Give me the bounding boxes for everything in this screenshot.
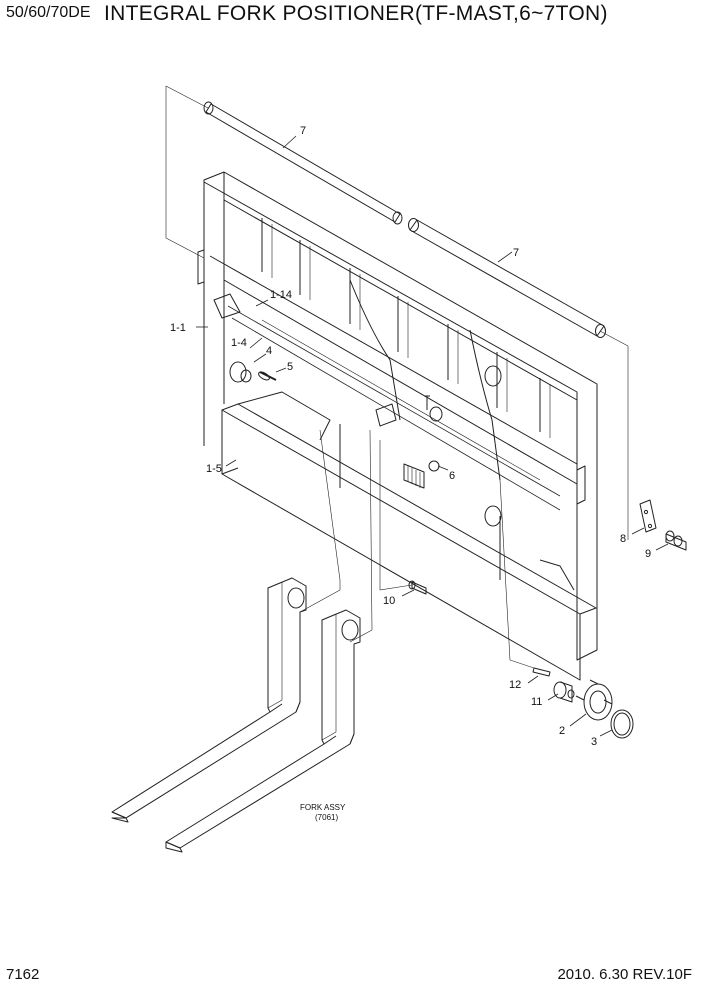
callout-7-lower: 7 [513,247,519,259]
fork-left [111,577,307,823]
page-number: 7162 [6,966,40,983]
callout-11: 11 [531,696,542,708]
callout-6: 6 [449,470,455,482]
callout-8: 8 [620,533,626,545]
callout-7-upper: 7 [300,125,306,137]
callout-3: 3 [591,736,597,748]
fork-right [165,609,361,853]
callout-4: 4 [266,345,272,357]
shaft-upper [203,101,403,225]
callout-1-4: 1-4 [231,337,247,349]
frame-body [197,171,598,681]
page-title: INTEGRAL FORK POSITIONER(TF-MAST,6~7TON) [104,2,608,25]
bushing-part [553,681,575,703]
fork-assy-label: FORK ASSY [300,803,346,812]
bolt-set [665,530,687,551]
revision-stamp: 2010. 6.30 REV.10F [557,966,692,983]
grease-fitting [408,580,427,595]
model-code: 50/60/70DE [6,4,91,21]
callout-2: 2 [559,725,565,737]
callout-1-1: 1-1 [170,322,186,334]
side-plate [639,499,657,533]
pin-part [532,667,551,677]
bearing-part [575,679,613,721]
callout-10: 10 [383,595,395,607]
callout-9: 9 [645,548,651,560]
callout-1-5: 1-5 [206,463,222,475]
callout-5: 5 [287,361,293,373]
callout-1-14: 1-14 [270,289,292,301]
snap-ring [610,709,634,739]
shaft-lower [408,218,606,338]
fork-assy-ref: (7061) [315,813,338,822]
callout-12: 12 [509,679,521,691]
